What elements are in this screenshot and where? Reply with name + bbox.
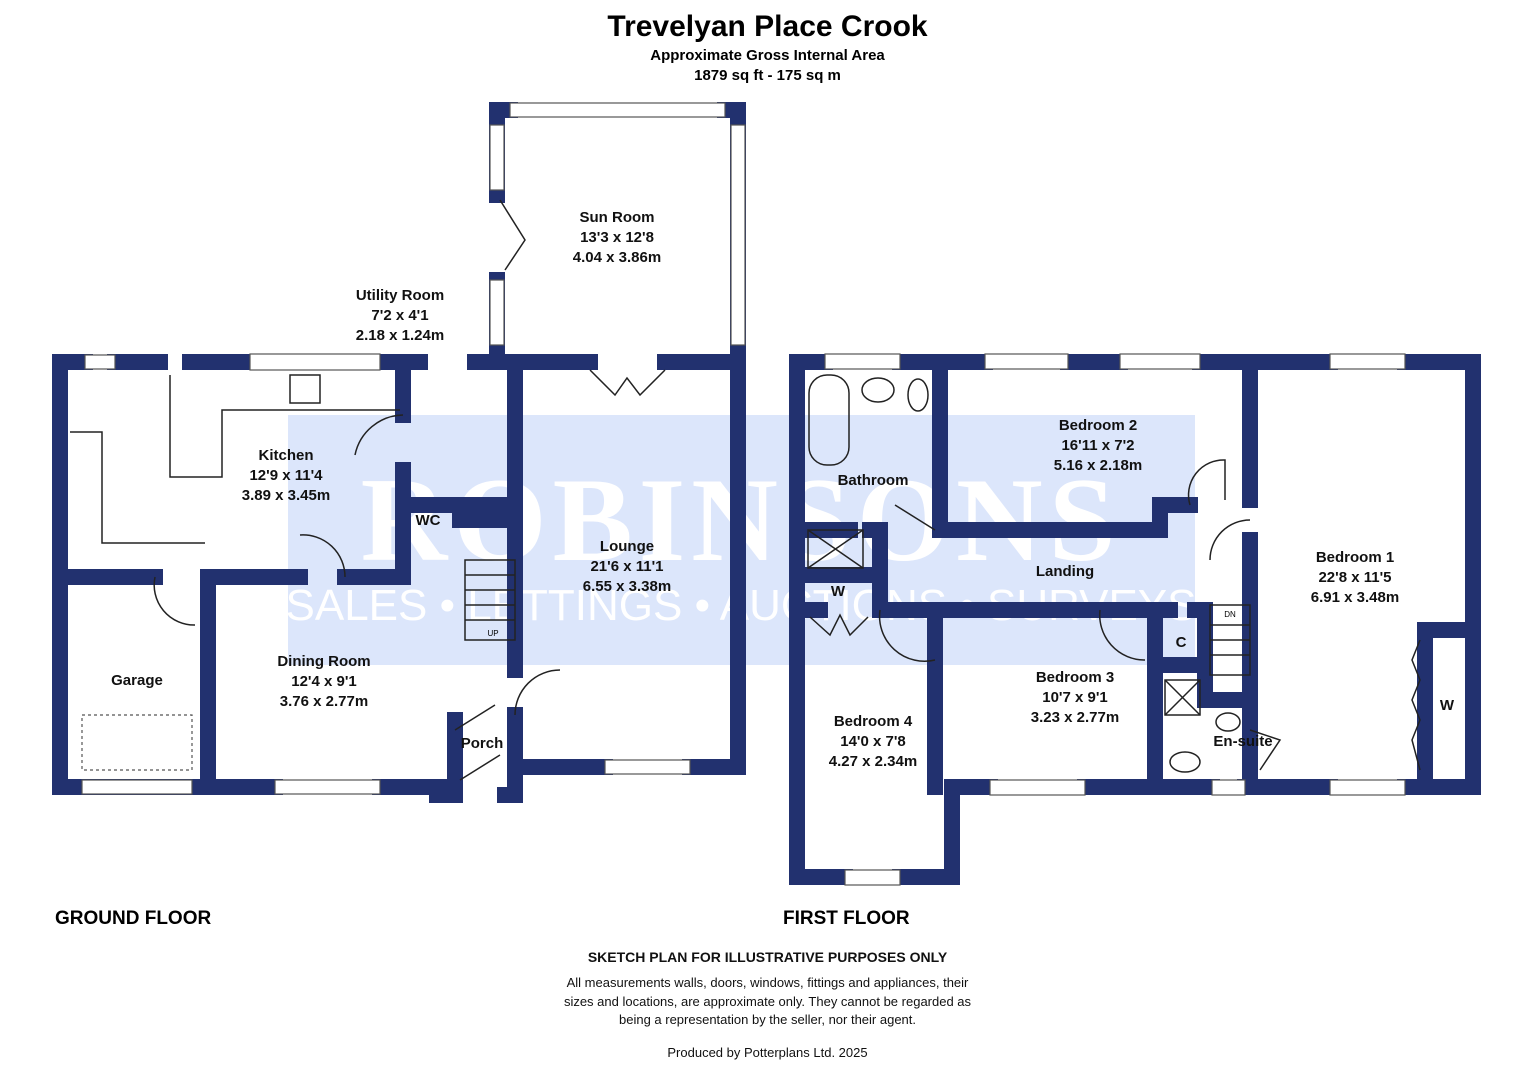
windows-ground (81, 102, 746, 795)
room-dining: Dining Room 12'4 x 9'1 3.76 x 2.77m (277, 653, 370, 710)
plan-subtitle: Approximate Gross Internal Area (650, 47, 885, 64)
svg-text:14'0 x 7'8: 14'0 x 7'8 (840, 733, 906, 750)
room-garage: Garage (111, 672, 163, 689)
kitchen-fixtures (70, 374, 404, 626)
disclaimer-line-2: sizes and locations, are approximate onl… (563, 994, 972, 1009)
room-bedroom-2: Bedroom 2 16'11 x 7'2 5.16 x 2.18m (1054, 417, 1142, 474)
disclaimer-line-3: being a representation by the seller, no… (618, 1012, 917, 1027)
svg-text:2.18 x 1.24m: 2.18 x 1.24m (356, 327, 444, 344)
svg-text:4.27 x 2.34m: 4.27 x 2.34m (829, 753, 917, 770)
svg-text:6.91 x 3.48m: 6.91 x 3.48m (1311, 589, 1399, 606)
svg-text:5.16 x 2.18m: 5.16 x 2.18m (1054, 457, 1142, 474)
disclaimer-title: SKETCH PLAN FOR ILLUSTRATIVE PURPOSES ON… (587, 949, 948, 965)
svg-text:3.23 x 2.77m: 3.23 x 2.77m (1031, 709, 1119, 726)
cupboard: C (1176, 634, 1187, 651)
lounge-door (514, 669, 561, 716)
svg-text:Bedroom 3: Bedroom 3 (1036, 669, 1114, 686)
svg-text:16'11 x 7'2: 16'11 x 7'2 (1061, 437, 1134, 454)
room-kitchen: Kitchen 12'9 x 11'4 3.89 x 3.45m (242, 447, 330, 504)
room-bedroom-1: Bedroom 1 22'8 x 11'5 6.91 x 3.48m (1311, 549, 1399, 606)
wardrobe-landing: W (831, 583, 846, 600)
room-bedroom-3: Bedroom 3 10'7 x 9'1 3.23 x 2.77m (1031, 669, 1119, 726)
stairs-ground: UP (464, 559, 516, 641)
svg-text:21'6 x 11'1: 21'6 x 11'1 (590, 558, 663, 575)
room-wc: WC (416, 512, 441, 529)
svg-text:22'8 x 11'5: 22'8 x 11'5 (1318, 569, 1391, 586)
room-landing: Landing (1036, 563, 1094, 580)
gross-area: 1879 sq ft - 175 sq m (694, 67, 841, 84)
windows-first (824, 353, 1406, 886)
producer-credit: Produced by Potterplans Ltd. 2025 (667, 1045, 868, 1060)
svg-text:3.89 x 3.45m: 3.89 x 3.45m (242, 487, 330, 504)
svg-text:3.76 x 2.77m: 3.76 x 2.77m (280, 693, 368, 710)
room-lounge: Lounge 21'6 x 11'1 6.55 x 3.38m (583, 538, 671, 595)
svg-text:Lounge: Lounge (600, 538, 654, 555)
svg-text:7'2 x 4'1: 7'2 x 4'1 (371, 307, 428, 324)
stairs-up-label: UP (487, 629, 498, 638)
room-bedroom-4: Bedroom 4 14'0 x 7'8 4.27 x 2.34m (829, 713, 917, 770)
ground-floor-walls (52, 102, 746, 803)
svg-text:Dining Room: Dining Room (277, 653, 370, 670)
svg-text:Kitchen: Kitchen (258, 447, 313, 464)
disclaimer-line-1: All measurements walls, doors, windows, … (566, 975, 969, 990)
wardrobe-bedroom-1: W (1440, 697, 1455, 714)
first-floor-doors (809, 459, 1421, 771)
room-bathroom: Bathroom (838, 472, 909, 489)
svg-text:Sun Room: Sun Room (580, 209, 655, 226)
svg-text:Utility Room: Utility Room (356, 287, 444, 304)
room-en-suite: En-suite (1213, 733, 1272, 750)
ground-floor-label: GROUND FLOOR (55, 908, 211, 929)
svg-text:6.55 x 3.38m: 6.55 x 3.38m (583, 578, 671, 595)
room-porch: Porch (461, 735, 504, 752)
room-sun-room: Sun Room 13'3 x 12'8 4.04 x 3.86m (573, 209, 661, 266)
porch-door (454, 704, 501, 781)
svg-text:12'4 x 9'1: 12'4 x 9'1 (291, 673, 357, 690)
stairs-down-label: DN (1224, 610, 1236, 619)
room-utility: Utility Room 7'2 x 4'1 2.18 x 1.24m (356, 287, 444, 344)
svg-text:12'9 x 11'4: 12'9 x 11'4 (249, 467, 323, 484)
svg-text:10'7 x 9'1: 10'7 x 9'1 (1042, 689, 1108, 706)
bathroom-fixtures (807, 374, 1241, 773)
svg-text:Bedroom 4: Bedroom 4 (834, 713, 913, 730)
first-floor-label: FIRST FLOOR (783, 908, 910, 929)
svg-text:13'3 x 12'8: 13'3 x 12'8 (580, 229, 654, 246)
plan-title: Trevelyan Place Crook (607, 10, 928, 43)
sunroom-door (499, 199, 526, 271)
svg-text:Bedroom 2: Bedroom 2 (1059, 417, 1137, 434)
svg-text:4.04 x 3.86m: 4.04 x 3.86m (573, 249, 661, 266)
svg-text:Bedroom 1: Bedroom 1 (1316, 549, 1394, 566)
lounge-french-doors (589, 369, 666, 397)
stairs-first: DN (1209, 604, 1251, 676)
